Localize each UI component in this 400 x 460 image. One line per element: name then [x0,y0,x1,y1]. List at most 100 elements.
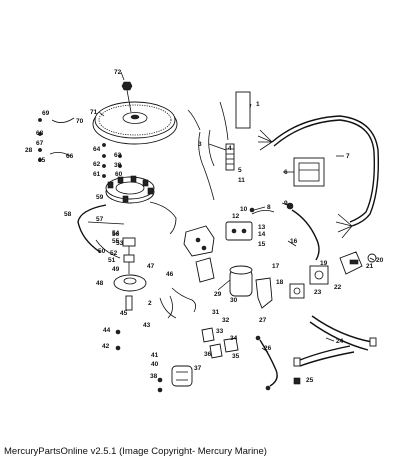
callout-29: 29 [214,291,222,298]
callout-20: 20 [376,257,384,264]
callout-12: 12 [232,213,240,220]
callout-34: 34 [230,335,238,342]
ignition-switch [339,251,377,275]
callout-14: 14 [258,231,266,238]
callout-55: 55 [112,238,120,245]
callout-64: 64 [93,146,101,153]
callout-5: 5 [238,167,242,174]
callout-54: 54 [112,230,120,237]
callout-52: 52 [110,250,118,257]
callout-9: 9 [284,200,288,207]
callout-30: 30 [230,297,238,304]
copyright-footer: MercuryPartsOnline v2.5.1 (Image Copyrig… [4,446,267,457]
callout-26: 26 [264,345,272,352]
callout-17: 17 [272,263,280,270]
switch-plate [309,265,329,285]
callout-8: 8 [267,204,271,211]
callout-45: 45 [120,310,128,317]
bolt-small [293,377,301,385]
callout-59: 59 [96,194,104,201]
flywheel [92,101,178,145]
trigger-plate [113,237,147,311]
callout-13: 13 [258,224,266,231]
callout-3: 3 [198,141,202,148]
callout-7: 7 [346,153,350,160]
starter-solenoid [217,265,253,297]
ignition-coil [225,221,253,241]
callout-labels: 72 71 69 70 68 67 28 66 65 64 63 39 62 6… [25,69,384,384]
callout-48: 48 [96,280,104,287]
callout-28: 28 [25,147,33,154]
callout-47: 47 [147,263,155,270]
callout-61: 61 [93,171,101,178]
stator-assembly [105,175,155,204]
callout-6: 6 [284,169,288,176]
callout-2: 2 [148,300,152,307]
callout-58: 58 [64,211,72,218]
small-hardware-left [38,117,163,393]
callout-1: 1 [256,101,260,108]
callout-69: 69 [42,110,50,117]
callout-53: 53 [116,240,124,247]
callout-57: 57 [96,216,104,223]
exploded-parts-diagram: 72 71 69 70 68 67 28 66 65 64 63 39 62 6… [25,69,384,393]
flywheel-nut [121,81,133,113]
callout-23: 23 [314,289,322,296]
callout-42: 42 [102,343,110,350]
callout-24: 24 [336,338,344,345]
callout-71: 71 [90,109,98,116]
callout-49: 49 [112,266,120,273]
switch-box [183,225,215,283]
main-harness [257,115,379,239]
callout-16: 16 [290,238,298,245]
ground-strap [255,335,278,391]
callout-32: 32 [222,317,230,324]
callout-19: 19 [320,260,328,267]
callout-63: 63 [114,152,122,159]
rectifier [293,157,325,187]
callout-50: 50 [98,248,106,255]
callout-46: 46 [166,271,174,278]
callout-62: 62 [93,161,101,168]
callout-40: 40 [151,361,159,368]
callout-35: 35 [232,353,240,360]
mounting-bracket [255,277,273,309]
callout-33: 33 [216,328,224,335]
callout-27: 27 [259,317,267,324]
callout-56: 56 [112,231,120,238]
callout-65: 65 [38,157,46,164]
callout-25: 25 [306,377,314,384]
decal [235,91,251,129]
terminal-block [187,101,235,201]
callout-36: 36 [204,351,212,358]
callout-15: 15 [258,241,266,248]
gasket [289,283,305,299]
stator-leads [77,201,177,319]
callout-66: 66 [66,153,74,160]
leader-lines [98,71,375,353]
callout-18: 18 [276,279,284,286]
callout-11: 11 [238,177,245,184]
callout-51: 51 [108,257,116,264]
callout-70: 70 [76,118,84,125]
callout-10: 10 [240,206,248,213]
callout-31: 31 [212,309,220,316]
spark-plug-lead [249,202,320,261]
callout-21: 21 [366,263,374,270]
callout-4: 4 [228,145,232,152]
starter-motor-clip [171,365,193,387]
callout-22: 22 [334,284,342,291]
callout-43: 43 [143,322,151,329]
terminal-clips [201,327,239,359]
callout-67: 67 [36,140,44,147]
callout-72: 72 [114,69,122,76]
callout-39: 39 [114,162,122,169]
callout-38: 38 [150,373,158,380]
battery-cables [293,315,377,367]
callout-41: 41 [151,352,159,359]
callout-68: 68 [36,130,44,137]
lead-harness-low [159,287,196,319]
callout-60: 60 [115,171,123,178]
callout-44: 44 [103,327,111,334]
callout-37: 37 [194,365,202,372]
